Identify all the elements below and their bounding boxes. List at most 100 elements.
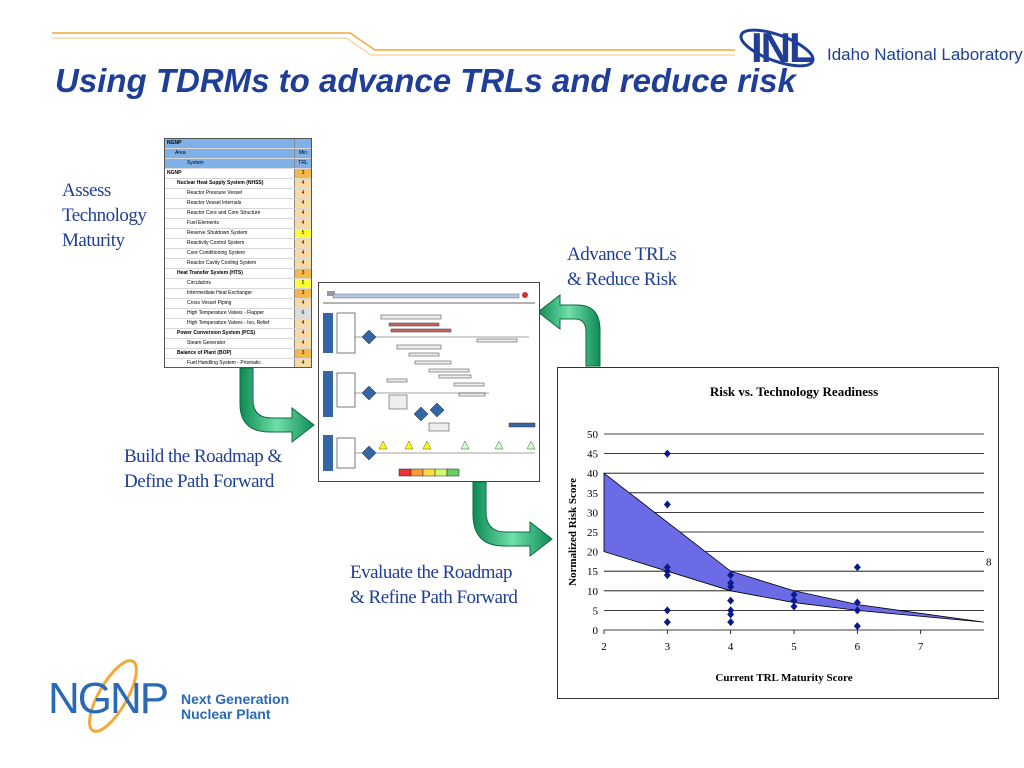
trl-row-value: 4 bbox=[294, 319, 311, 328]
trl-row-name: Reactor Core and Core Structure bbox=[187, 210, 261, 216]
trl-header-min: Min bbox=[294, 149, 311, 158]
advance-label: Advance TRLs & Reduce Risk bbox=[567, 242, 677, 292]
trl-row: Reserve Shutdown System 5 bbox=[165, 229, 311, 239]
inl-name: Idaho National Laboratory bbox=[827, 45, 1023, 64]
trl-row: Power Conversion System (PCS)4 bbox=[165, 329, 311, 339]
x-tick-label: 4 bbox=[728, 641, 734, 653]
trl-row-name: Reactor Vessel Internals bbox=[187, 200, 242, 206]
header-lines bbox=[52, 32, 735, 56]
ngnp-atom-icon bbox=[88, 659, 138, 733]
data-point bbox=[853, 622, 861, 631]
x-tick-label: 3 bbox=[665, 641, 671, 653]
trl-row: Reactor Pressure Vessel 4 bbox=[165, 189, 311, 199]
y-tick-label: 35 bbox=[587, 488, 599, 500]
arrow-advance-icon bbox=[537, 293, 601, 367]
y-tick-label: 10 bbox=[587, 586, 599, 598]
y-tick-label: 20 bbox=[587, 547, 599, 559]
assess-line-1: Assess bbox=[62, 180, 111, 201]
trl-row-name: Intermediate Heat Exchanger bbox=[187, 290, 253, 296]
trl-header-row: NGNP bbox=[165, 139, 311, 149]
x-axis-label: Current TRL Maturity Score bbox=[715, 672, 852, 684]
data-point bbox=[663, 571, 671, 580]
data-point bbox=[790, 596, 798, 605]
trl-row-name: Balance of Plant (BOP) bbox=[177, 350, 232, 356]
data-point bbox=[727, 610, 735, 619]
ngnp-line-2: Nuclear Plant bbox=[181, 706, 271, 722]
trl-row-value: 4 bbox=[294, 209, 311, 218]
y-tick-label: 5 bbox=[593, 605, 599, 617]
evaluate-line-1: Evaluate the Roadmap bbox=[350, 562, 513, 583]
inl-swoosh-icon bbox=[739, 28, 815, 68]
y-tick-label: 40 bbox=[587, 468, 599, 480]
trl-row: Balance of Plant (BOP) 3 bbox=[165, 349, 311, 359]
data-point bbox=[663, 500, 671, 509]
y-tick-label: 0 bbox=[593, 625, 599, 637]
trl-row-value: 4 bbox=[294, 189, 311, 198]
trl-header-system: System bbox=[187, 160, 204, 166]
trl-row: High Temperature Valves - Iso, Relief 4 bbox=[165, 319, 311, 329]
build-line-2: Define Path Forward bbox=[124, 471, 274, 492]
x-tick-label: 7 bbox=[918, 641, 924, 653]
trl-row-value: 4 bbox=[294, 179, 311, 188]
trl-row-value: 4 bbox=[294, 219, 311, 228]
trl-row-name: High Temperature Valves - Flapper bbox=[187, 310, 265, 316]
evaluate-line-2: & Refine Path Forward bbox=[350, 587, 518, 608]
trl-row-value: 3 bbox=[294, 349, 311, 358]
trl-row-value: 3 bbox=[294, 269, 311, 278]
ngnp-logo: NGNP Next Generation Nuclear Plant bbox=[38, 648, 298, 748]
trl-row-name: Fuel Elements bbox=[187, 220, 219, 226]
trl-row-name: Nuclear Heat Supply System (NHSS) bbox=[177, 180, 264, 186]
trl-row-name: Core Conditioning System bbox=[187, 250, 246, 256]
trl-row-value: 3 bbox=[294, 169, 311, 178]
x-tick-label: 2 bbox=[601, 641, 607, 653]
trl-row: Circulators 5 bbox=[165, 279, 311, 289]
build-line-1: Build the Roadmap & bbox=[124, 446, 282, 467]
trl-row-name: Reactor Pressure Vessel bbox=[187, 190, 243, 196]
trl-row-name: Reserve Shutdown System bbox=[187, 230, 248, 236]
arrow-evaluate-icon bbox=[472, 481, 553, 558]
data-point bbox=[790, 590, 798, 599]
y-tick-label: 25 bbox=[587, 527, 599, 539]
trl-row: Nuclear Heat Supply System (NHSS) 4 bbox=[165, 179, 311, 189]
trl-row-value: 3 bbox=[294, 289, 311, 298]
data-point bbox=[727, 596, 735, 605]
trl-row-value: 4 bbox=[294, 299, 311, 308]
trl-row-value: 4 bbox=[294, 199, 311, 208]
data-point bbox=[663, 618, 671, 627]
trl-row-name: Reactivity Control System bbox=[187, 240, 245, 246]
trl-row-value: 4 bbox=[294, 359, 311, 367]
trl-row-name: Steam Generator bbox=[187, 340, 226, 346]
y-axis-label: Normalized Risk Score bbox=[567, 478, 579, 586]
trl-row: Reactor Vessel Internals 4 bbox=[165, 199, 311, 209]
y-tick-label: 30 bbox=[587, 507, 599, 519]
trl-header-ngnp: NGNP bbox=[167, 140, 182, 146]
data-point bbox=[853, 606, 861, 615]
roadmap-diagram bbox=[323, 291, 536, 477]
trl-header-trl: TRL bbox=[294, 159, 311, 168]
trl-row-name: Heat Transfer System (HTS) bbox=[177, 270, 243, 276]
trl-row-value: 5 bbox=[294, 279, 311, 288]
trl-row: Reactor Core and Core Structure 4 bbox=[165, 209, 311, 219]
advance-line-1: Advance TRLs bbox=[567, 244, 677, 265]
trl-row-value: 5 bbox=[294, 229, 311, 238]
trl-header-row: System TRL bbox=[165, 159, 311, 169]
ngnp-mark: NGNP bbox=[48, 674, 169, 723]
y-tick-label: 45 bbox=[587, 449, 599, 461]
inl-mark: INL bbox=[751, 24, 815, 71]
trl-row-name: High Temperature Valves - Iso, Relief bbox=[187, 320, 270, 326]
arrow-build-icon bbox=[239, 367, 315, 444]
data-point bbox=[727, 571, 735, 580]
trl-header-area: Area bbox=[175, 150, 186, 156]
data-point bbox=[727, 618, 735, 627]
trl-row-name: Cross Vessel Piping bbox=[187, 300, 232, 306]
data-point bbox=[790, 602, 798, 611]
trl-row-name: Circulators bbox=[187, 280, 211, 286]
